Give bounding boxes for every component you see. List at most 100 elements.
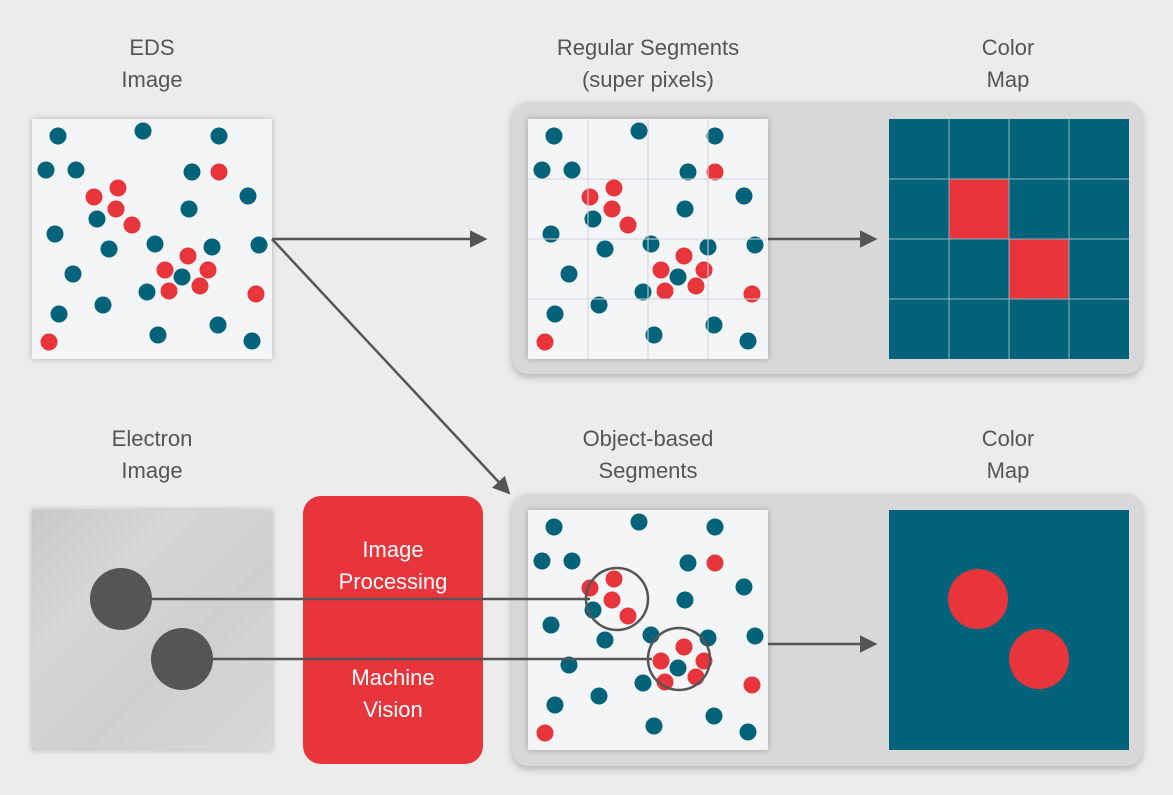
particle-dot <box>64 265 82 283</box>
particle-dot <box>250 236 268 254</box>
particle-dot <box>239 187 257 205</box>
particle-dot <box>94 296 112 314</box>
particle-dot <box>676 200 694 218</box>
particle-dot <box>656 673 674 691</box>
particle-dot <box>743 676 761 694</box>
particle-dot <box>563 552 581 570</box>
particle-dot <box>705 316 723 334</box>
arrow-eds-to-object <box>271 238 511 495</box>
particle-dot <box>542 616 560 634</box>
eds-dots <box>37 122 268 351</box>
particle-dot <box>109 179 127 197</box>
particle-dot <box>88 210 106 228</box>
particle-dot <box>536 724 554 742</box>
particle-dot <box>210 127 228 145</box>
particle-dot <box>695 261 713 279</box>
particle-dot <box>679 554 697 572</box>
particle-dot <box>634 283 652 301</box>
color-map-bottom-label-line2: Map <box>986 458 1030 483</box>
particle-dot <box>149 326 167 344</box>
particle-dot <box>706 518 724 536</box>
particle-dot <box>706 554 724 572</box>
particle-dot <box>173 268 191 286</box>
object-dots <box>533 513 764 742</box>
color-map-object-1 <box>948 569 1008 629</box>
particle-dot <box>619 216 637 234</box>
particle-dot <box>199 261 217 279</box>
particle-dot <box>596 631 614 649</box>
color-map-red-cell-2 <box>1009 239 1069 299</box>
particle-dot <box>138 283 156 301</box>
regular-segments-label: Regular Segments (super pixels) <box>508 32 788 96</box>
color-map-object-2 <box>1009 629 1069 689</box>
particle-dot <box>209 316 227 334</box>
particle-dot <box>630 122 648 140</box>
particle-dot <box>563 161 581 179</box>
particle-dot <box>134 122 152 140</box>
regular-dots <box>533 122 764 351</box>
particle-dot <box>536 333 554 351</box>
eds-image-label-line1: EDS <box>129 35 175 60</box>
particle-dot <box>603 200 621 218</box>
particle-dot <box>590 687 608 705</box>
color-map-bottom-label-line1: Color <box>981 426 1035 451</box>
particle-dot <box>746 236 764 254</box>
particle-dot <box>675 638 693 656</box>
particle-dot <box>735 578 753 596</box>
particle-dot <box>746 627 764 645</box>
particle-dot <box>581 188 599 206</box>
color-map-top-label-line1: Color <box>981 35 1035 60</box>
particle-dot <box>123 216 141 234</box>
object-segments-label: Object-based Segments <box>508 423 788 487</box>
particle-dot <box>630 513 648 531</box>
particle-dot <box>739 332 757 350</box>
particle-dot <box>546 696 564 714</box>
process-line-machine: Machine <box>351 665 435 690</box>
superpixel-grid <box>528 119 768 359</box>
particle-dot <box>642 235 660 253</box>
particle-dot <box>533 552 551 570</box>
image-processing-box: Image Processing Machine Vision <box>303 496 483 764</box>
object-segments-label-line2: Segments <box>598 458 698 483</box>
particle-dot <box>533 161 551 179</box>
particle-dot <box>560 265 578 283</box>
particle-dot <box>642 626 660 644</box>
color-map-objects <box>889 510 1129 750</box>
particle-dot <box>67 161 85 179</box>
particle-dot <box>191 277 209 295</box>
particle-dot <box>542 225 560 243</box>
particle-dot <box>40 333 58 351</box>
particle-dot <box>546 305 564 323</box>
particle-dot <box>735 187 753 205</box>
process-line-processing: Processing <box>338 569 448 594</box>
particle-dot <box>49 127 67 145</box>
particle-dot <box>590 296 608 314</box>
particle-dot <box>584 210 602 228</box>
particle-dot <box>679 163 697 181</box>
particle-dot <box>743 285 761 303</box>
particle-dot <box>619 607 637 625</box>
particle-dot <box>545 127 563 145</box>
particle-dot <box>560 656 578 674</box>
particle-dot <box>37 161 55 179</box>
color-map-top-label: Color Map <box>918 32 1098 96</box>
particle-dot <box>596 240 614 258</box>
regular-segments-label-line1: Regular Segments <box>556 35 740 60</box>
electron-image <box>32 510 272 750</box>
object-segments-label-line1: Object-based <box>582 426 714 451</box>
electron-image-label: Electron Image <box>62 423 242 487</box>
particle-dot <box>687 668 705 686</box>
particle-dot <box>107 200 125 218</box>
color-map-top-label-line2: Map <box>986 67 1030 92</box>
particle-dot <box>545 518 563 536</box>
particle-dot <box>183 163 201 181</box>
particle-dot <box>605 179 623 197</box>
color-map-grid-lines <box>889 119 1129 359</box>
particle-dot <box>50 305 68 323</box>
regular-segments-label-line2: (super pixels) <box>581 67 715 92</box>
particle-dot <box>85 188 103 206</box>
particle-dot <box>652 652 670 670</box>
particle-dot <box>706 163 724 181</box>
color-map-bottom-label: Color Map <box>918 423 1098 487</box>
